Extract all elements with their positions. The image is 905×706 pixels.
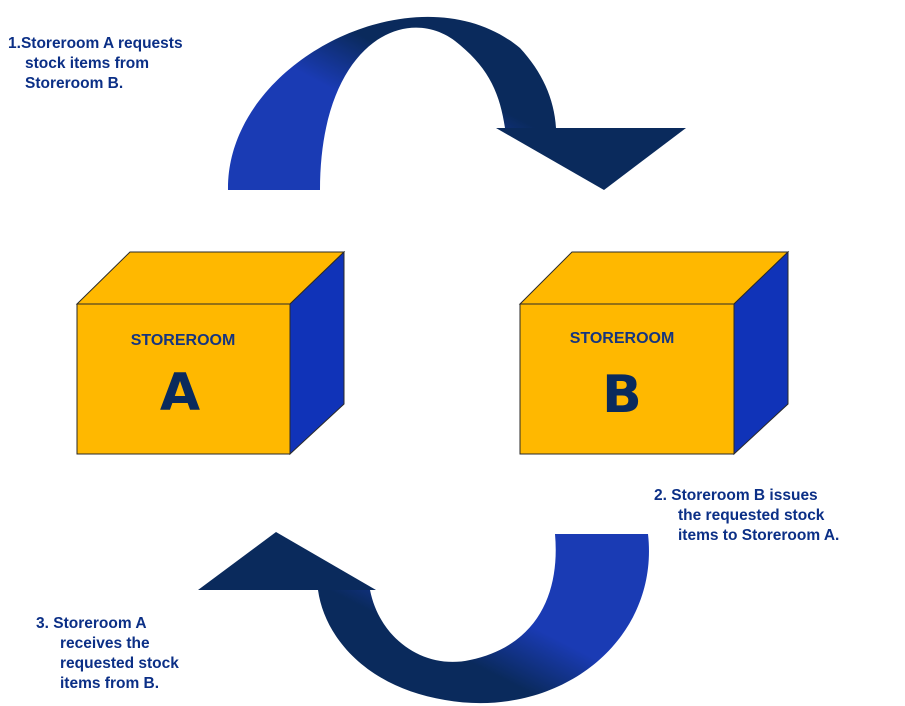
- step-2-caption: 2. Storeroom B issues the requested stoc…: [654, 486, 839, 546]
- step-3-number: 3.: [36, 615, 49, 632]
- step-2-number: 2.: [654, 487, 667, 504]
- top-arrow-body: [227, 16, 556, 190]
- step-1-number: 1.: [8, 35, 21, 52]
- step-2-line-1: 2. Storeroom B issues: [654, 487, 818, 504]
- step-2-line-3: items to Storeroom A.: [678, 527, 840, 544]
- step-3-line-2: receives the: [60, 635, 150, 652]
- storeroom-b-box: STOREROOM B: [518, 250, 790, 456]
- step-2-line-2: the requested stock: [678, 507, 825, 524]
- storeroom-a-box: STOREROOM A: [75, 250, 346, 456]
- box-a-label: STOREROOM: [131, 332, 236, 349]
- step-1-caption: 1.Storeroom A requests stock items from …: [8, 34, 183, 94]
- box-b-label: STOREROOM: [570, 330, 675, 347]
- step-3-line-1: 3. Storeroom A: [36, 615, 147, 632]
- step-3-caption: 3. Storeroom A receives the requested st…: [36, 614, 179, 694]
- bottom-arrow-body: [318, 534, 649, 704]
- box-b-letter: B: [602, 365, 642, 425]
- step-1-line-1: 1.Storeroom A requests: [8, 35, 183, 52]
- bottom-curved-arrow: [198, 532, 649, 704]
- box-a-front: [76, 303, 291, 455]
- top-curved-arrow: [227, 16, 686, 190]
- top-arrow-head: [496, 128, 686, 190]
- bottom-arrow-head: [198, 532, 376, 590]
- step-3-line-4: items from B.: [60, 675, 160, 692]
- box-a-letter: A: [160, 363, 200, 423]
- box-b-front: [519, 303, 735, 455]
- step-3-line-3: requested stock: [60, 655, 179, 672]
- step-1-line-3: Storeroom B.: [25, 75, 124, 92]
- step-1-line-2: stock items from: [25, 55, 150, 72]
